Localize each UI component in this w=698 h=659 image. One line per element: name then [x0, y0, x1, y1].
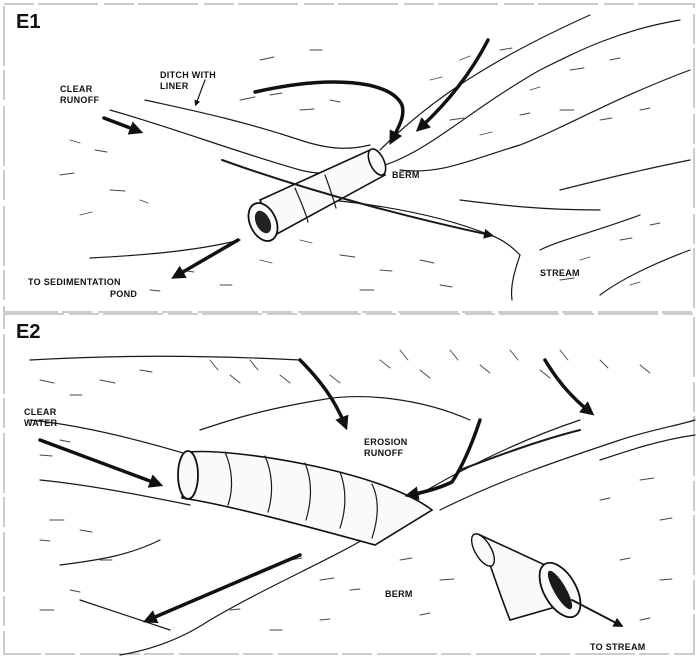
panel-e2-label: E2 — [16, 321, 40, 343]
e1-label-ditch-with-liner-1: DITCH WITH — [160, 70, 216, 80]
e2-label-berm: BERM — [385, 589, 413, 599]
e1-label-to-sedimentation-pond-1: TO SEDIMENTATION — [28, 277, 121, 287]
e2-label-to-stream: TO STREAM — [590, 642, 646, 652]
e1-label-berm: BERM — [392, 170, 420, 180]
e1-label-ditch-with-liner-2: LINER — [160, 81, 189, 91]
panel-e2: E2 — [4, 314, 695, 655]
e2-label-erosion-runoff-1: EROSION — [364, 437, 408, 447]
panel-e1-frame — [4, 4, 694, 312]
e1-label-to-sedimentation-pond-2: POND — [110, 289, 137, 299]
e1-label-clear-runoff-1: CLEAR — [60, 84, 93, 94]
panel-e1: E1 — [4, 4, 694, 312]
e2-pipe — [178, 451, 432, 545]
e2-label-erosion-runoff-2: RUNOFF — [364, 448, 403, 458]
e1-label-clear-runoff-2: RUNOFF — [60, 95, 99, 105]
e1-pipe — [243, 146, 389, 245]
panel-e1-label: E1 — [16, 11, 40, 33]
e2-detail-pipe — [467, 530, 620, 625]
e2-label-clear-water-1: CLEAR — [24, 407, 57, 417]
e2-label-clear-water-2: WATER — [24, 418, 58, 428]
e1-label-stream: STREAM — [540, 268, 580, 278]
e1-terrain — [90, 15, 690, 300]
e2-pipe-inlet — [178, 451, 198, 499]
